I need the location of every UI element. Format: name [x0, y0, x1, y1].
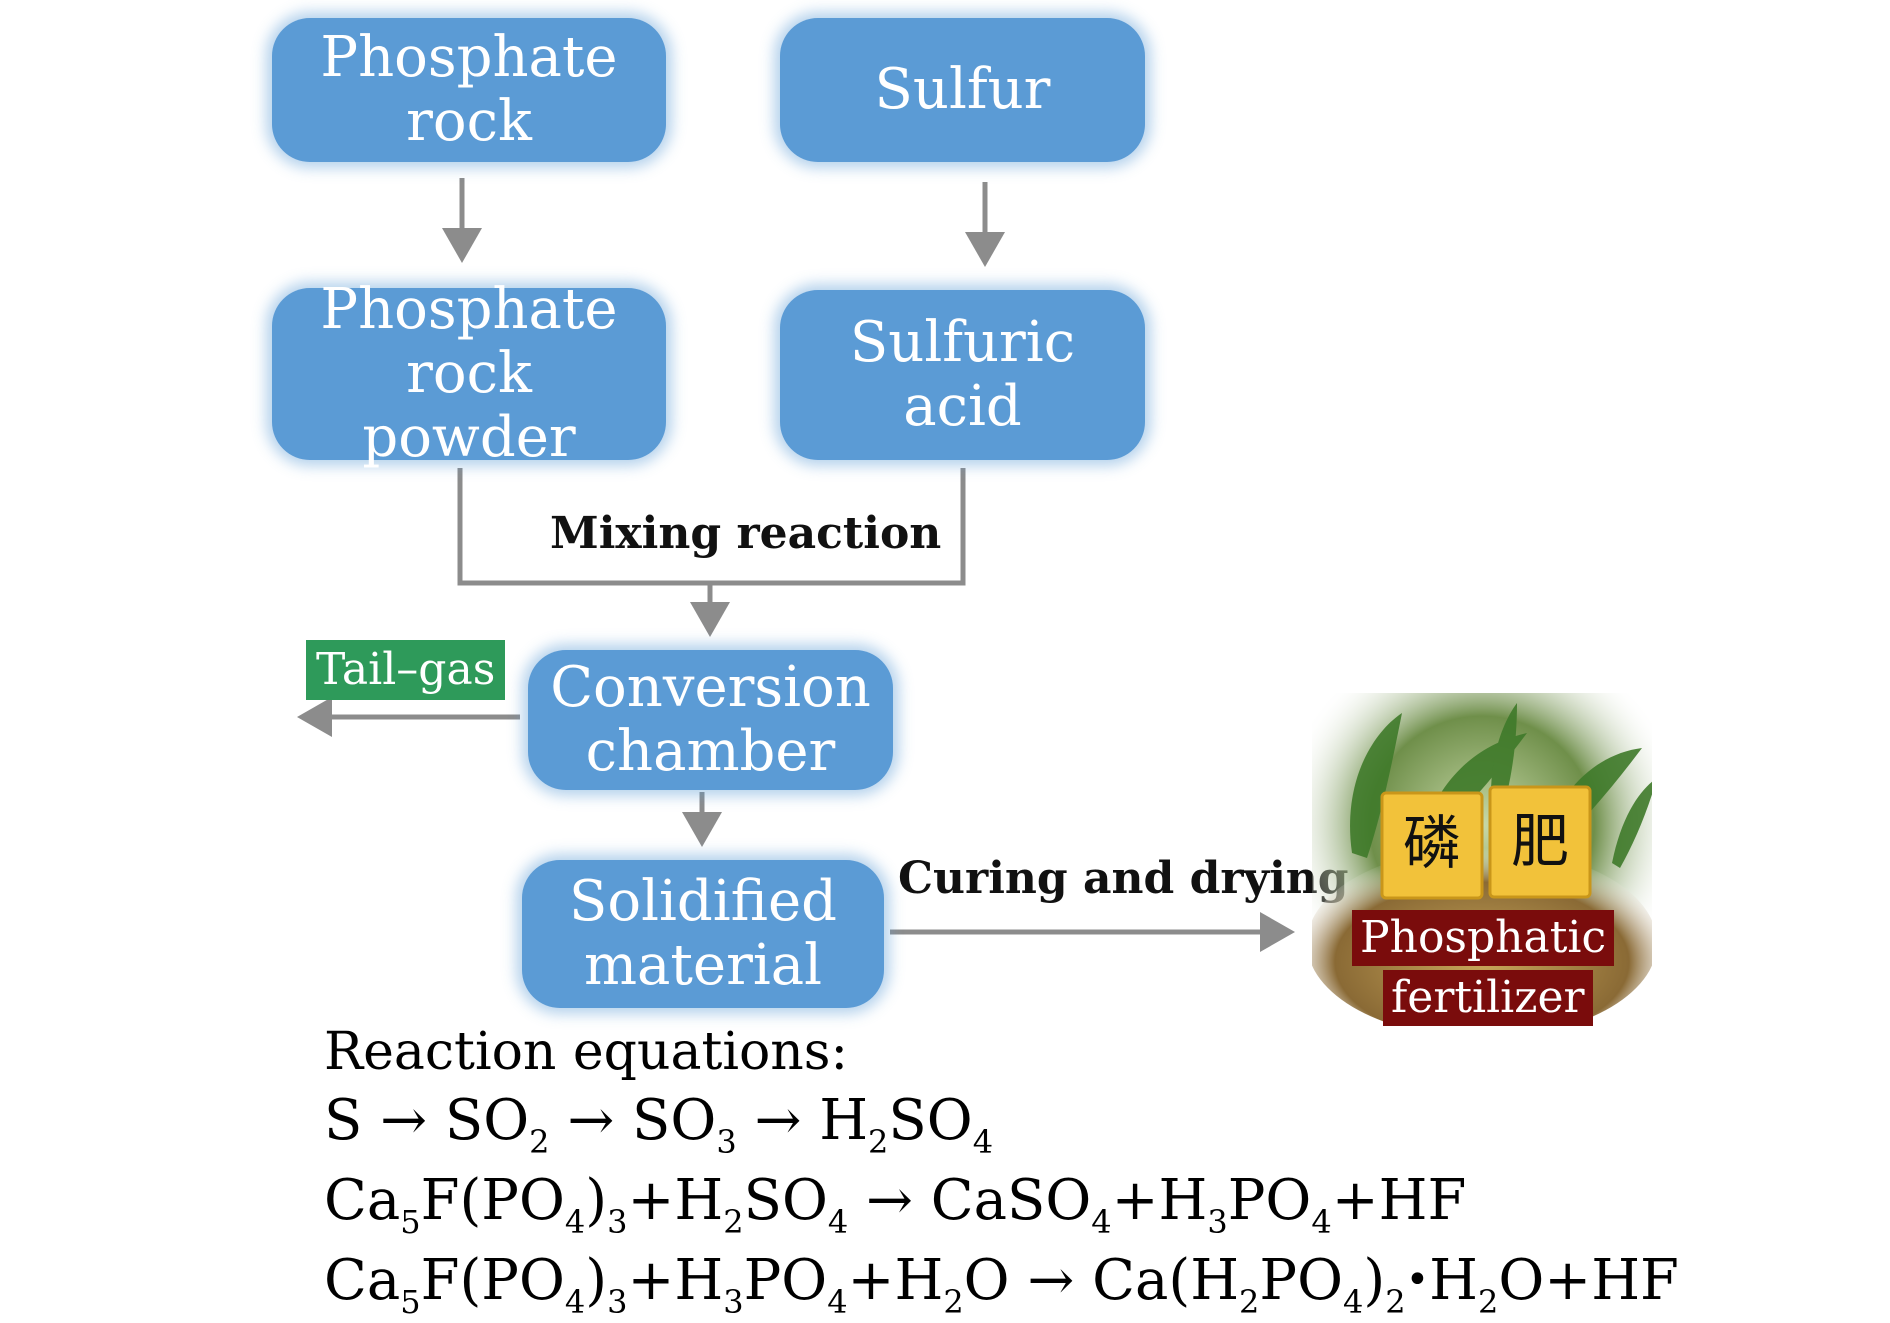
- label-tail-gas: Tail–gas: [306, 640, 506, 700]
- badge-char-2: 肥: [1511, 807, 1569, 875]
- node-chamber-line-1: Conversion: [550, 655, 871, 720]
- fertilizer-badge: 磷 肥: [1380, 785, 1592, 900]
- mix-line-left: [457, 468, 710, 586]
- fertilizer-label-line-1: Phosphatic: [1352, 910, 1615, 966]
- node-conversion-chamber: Conversion chamber: [528, 650, 893, 790]
- node-sulfuric-acid-label: Sulfuric acid: [849, 310, 1076, 439]
- node-solidified-material: Solidified material: [522, 860, 884, 1008]
- label-curing-drying: Curing and drying: [898, 853, 1349, 904]
- equation-3: Ca5F(PO4)3+H3PO4+H2O → Ca(H2PO4)2•H2O+HF: [324, 1248, 1679, 1321]
- node-powder-line-1: Phosphate rock: [320, 277, 618, 406]
- node-solid-line-2: material: [583, 933, 823, 998]
- node-phosphate-rock-powder: Phosphate rock powder: [272, 278, 666, 470]
- node-solid-line-1: Solidified: [569, 869, 837, 934]
- node-chamber-line-2: chamber: [585, 719, 836, 784]
- label-mixing-reaction: Mixing reaction: [550, 508, 942, 559]
- badge-char-1: 磷: [1403, 809, 1461, 877]
- equation-1: S → SO2 → SO3 → H2SO4: [324, 1088, 994, 1161]
- mix-line-right: [710, 468, 966, 586]
- fertilizer-label-line-2: fertilizer: [1383, 970, 1593, 1026]
- equation-2: Ca5F(PO4)3+H2SO4 → CaSO4+H3PO4+HF: [324, 1168, 1467, 1241]
- node-sulfur-label: Sulfur: [874, 57, 1051, 122]
- node-phosphate-rock-label: Phosphate rock: [320, 25, 618, 154]
- node-phosphate-rock: Phosphate rock: [272, 18, 666, 162]
- node-sulfuric-acid: Sulfuric acid: [780, 290, 1145, 460]
- node-sulfur: Sulfur: [780, 18, 1145, 162]
- node-powder-line-2: powder: [362, 405, 576, 470]
- equations-heading: Reaction equations:: [324, 1022, 848, 1082]
